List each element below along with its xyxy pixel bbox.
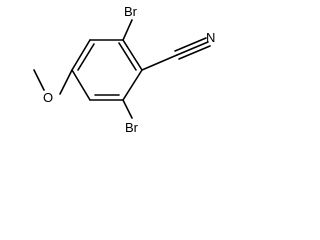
bond-o-methyl xyxy=(33,69,45,91)
atom-label-br-bottom: Br xyxy=(125,120,139,135)
nitrile-triple-bond-3 xyxy=(178,45,211,60)
bond-c1-nitrile-c xyxy=(141,54,178,71)
chemical-structure: Br Br N O xyxy=(33,4,215,135)
nitrile-triple-bond-1 xyxy=(176,41,209,56)
ring-bond-c1-c2-inner xyxy=(118,42,137,71)
atom-label-o: O xyxy=(43,90,53,105)
ring-bond-c3-c4-inner xyxy=(77,43,95,71)
ring-bond-c4-c5 xyxy=(71,69,91,101)
bond-c4-o xyxy=(59,69,73,95)
bond-c6-br-bottom xyxy=(122,99,133,119)
nitrile-triple-bond-2 xyxy=(174,37,207,52)
ring-bond-c1-c2 xyxy=(122,39,143,71)
ring-bond-c3-c4 xyxy=(71,39,91,71)
bond-c2-br-top xyxy=(122,19,133,41)
ring-bond-c6-c1 xyxy=(122,69,143,101)
atom-label-br-top: Br xyxy=(124,4,138,19)
atom-label-n: N xyxy=(206,30,215,45)
